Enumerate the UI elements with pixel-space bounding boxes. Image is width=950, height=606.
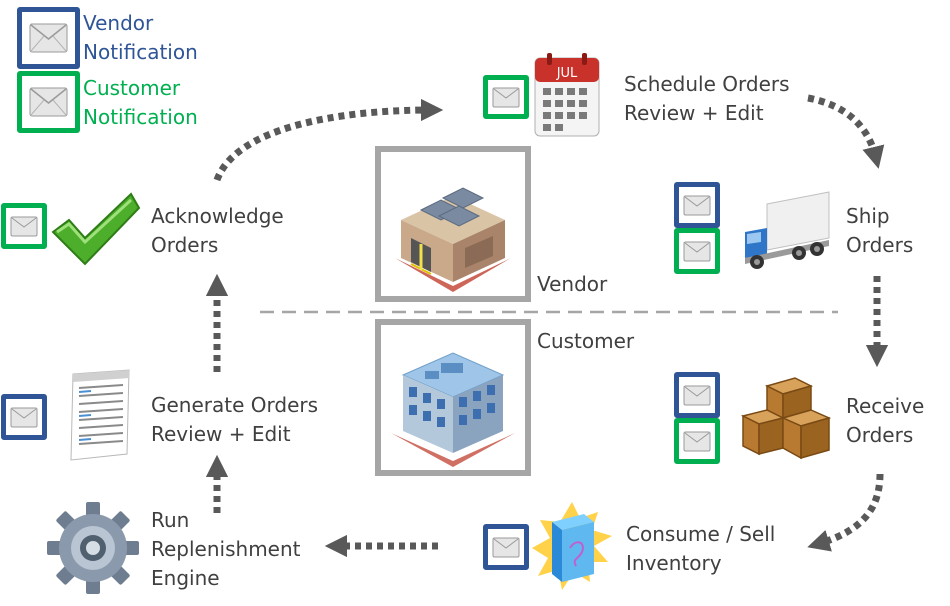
- schedule-customer-notification: [483, 75, 529, 119]
- arrow-receive-to-consume: [807, 473, 884, 552]
- truck-icon: [737, 182, 835, 278]
- vendor-notification-label: Vendor Notification: [83, 11, 198, 64]
- schedule-orders-label: Schedule Orders Review + Edit: [624, 72, 790, 125]
- consume-inventory-label: Consume / Sell Inventory: [626, 522, 776, 575]
- acknowledge-orders-label: Acknowledge Orders: [151, 204, 284, 257]
- ship-vendor-notification: [674, 182, 720, 228]
- customer-notification-legend-icon: [17, 71, 80, 133]
- envelope-icon: [29, 23, 68, 53]
- acknowledge-customer-notification: [1, 203, 47, 249]
- gear-icon: [44, 498, 142, 598]
- arrow-acknowledge-to-schedule: [213, 98, 444, 182]
- vendor-building-frame: [375, 146, 531, 302]
- checkmark-icon: [47, 180, 143, 276]
- ship-orders-label: Ship Orders: [846, 204, 914, 257]
- envelope-icon: [683, 431, 711, 452]
- envelope-icon: [29, 87, 68, 117]
- envelope-icon: [683, 195, 711, 216]
- customer-notification-label: Customer Notification: [83, 76, 198, 129]
- envelope-icon: [683, 385, 711, 406]
- receive-vendor-notification: [674, 372, 720, 418]
- warehouse-icon: [395, 187, 511, 292]
- consume-vendor-notification: [483, 524, 529, 570]
- ship-customer-notification: [674, 228, 720, 274]
- envelope-icon: [492, 87, 520, 108]
- envelope-icon: [683, 241, 711, 262]
- vendor-notification-legend-icon: [17, 7, 80, 69]
- product-box-icon: [528, 498, 616, 598]
- customer-building-frame: [375, 319, 531, 476]
- calendar-icon: JUL: [527, 50, 607, 142]
- run-engine-label: Run Replenishment Engine: [151, 508, 301, 590]
- generate-orders-label: Generate Orders Review + Edit: [151, 393, 319, 446]
- envelope-icon: [492, 537, 520, 558]
- customer-label: Customer: [537, 329, 635, 353]
- arrow-schedule-to-ship: [807, 94, 885, 169]
- report-icon: [47, 366, 143, 464]
- office-building-icon: [391, 352, 515, 467]
- envelope-icon: [10, 216, 38, 237]
- vendor-label: Vendor: [537, 272, 608, 296]
- generate-vendor-notification: [1, 394, 47, 440]
- receive-orders-label: Receive Orders: [846, 394, 925, 447]
- svg-text:JUL: JUL: [556, 66, 578, 81]
- receive-customer-notification: [674, 418, 720, 464]
- envelope-icon: [10, 407, 38, 428]
- crates-icon: [737, 372, 835, 466]
